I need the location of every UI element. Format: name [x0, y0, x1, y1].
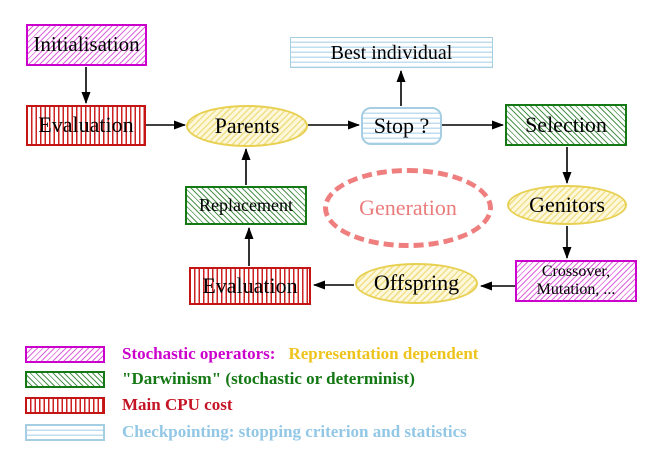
node-offspring: Offspring	[355, 263, 478, 304]
legend-label-representation-dependent: Representation dependent	[288, 344, 479, 363]
node-selection: Selection	[505, 104, 627, 146]
node-stop: Stop ?	[361, 107, 442, 145]
generation-cycle-ellipse: Generation	[323, 168, 493, 248]
node-crossover-mutation: Crossover, Mutation, ...	[515, 260, 637, 302]
legend-item-stochastic-operators: Stochastic operators: Representation dep…	[25, 344, 479, 363]
generation-label: Generation	[359, 194, 457, 220]
node-stop-label: Stop ?	[373, 112, 430, 138]
node-parents-label: Parents	[214, 112, 280, 138]
cyan-stripes-swatch	[25, 423, 105, 441]
green-hatch-swatch	[25, 370, 105, 388]
node-genitors-label: Genitors	[529, 191, 605, 217]
node-best-individual-label: Best individual	[330, 41, 453, 64]
legend-label-darwinism: "Darwinism" (stochastic or determinist)	[122, 369, 415, 388]
legend-item-main-cpu-cost: Main CPU cost	[25, 395, 233, 414]
node-evaluation-bottom-label: Evaluation	[202, 272, 298, 298]
node-evaluation-bottom: Evaluation	[189, 267, 311, 305]
node-initialisation: Initialisation	[26, 24, 147, 66]
legend-item-darwinism: "Darwinism" (stochastic or determinist)	[25, 369, 415, 388]
legend-label-main-cpu-cost: Main CPU cost	[122, 395, 233, 414]
node-initialisation-label: Initialisation	[33, 32, 140, 57]
node-replacement-label: Replacement	[199, 194, 293, 215]
node-evaluation-top: Evaluation	[26, 105, 146, 146]
node-crossover-line1: Crossover,	[541, 263, 611, 281]
node-replacement: Replacement	[185, 186, 307, 225]
legend-label-checkpointing: Checkpointing: stopping criterion and st…	[122, 422, 467, 441]
node-selection-label: Selection	[525, 111, 607, 137]
node-genitors: Genitors	[507, 185, 627, 225]
magenta-hatch-swatch	[25, 345, 105, 363]
node-parents: Parents	[186, 105, 308, 147]
node-evaluation-top-label: Evaluation	[38, 112, 134, 138]
node-best-individual: Best individual	[290, 37, 493, 68]
node-crossover-line2: Mutation, ...	[536, 281, 616, 298]
legend-label-stochastic-operators: Stochastic operators:	[122, 344, 276, 363]
red-stripes-swatch	[25, 396, 105, 414]
node-offspring-label: Offspring	[373, 270, 460, 296]
legend-item-checkpointing: Checkpointing: stopping criterion and st…	[25, 422, 467, 441]
